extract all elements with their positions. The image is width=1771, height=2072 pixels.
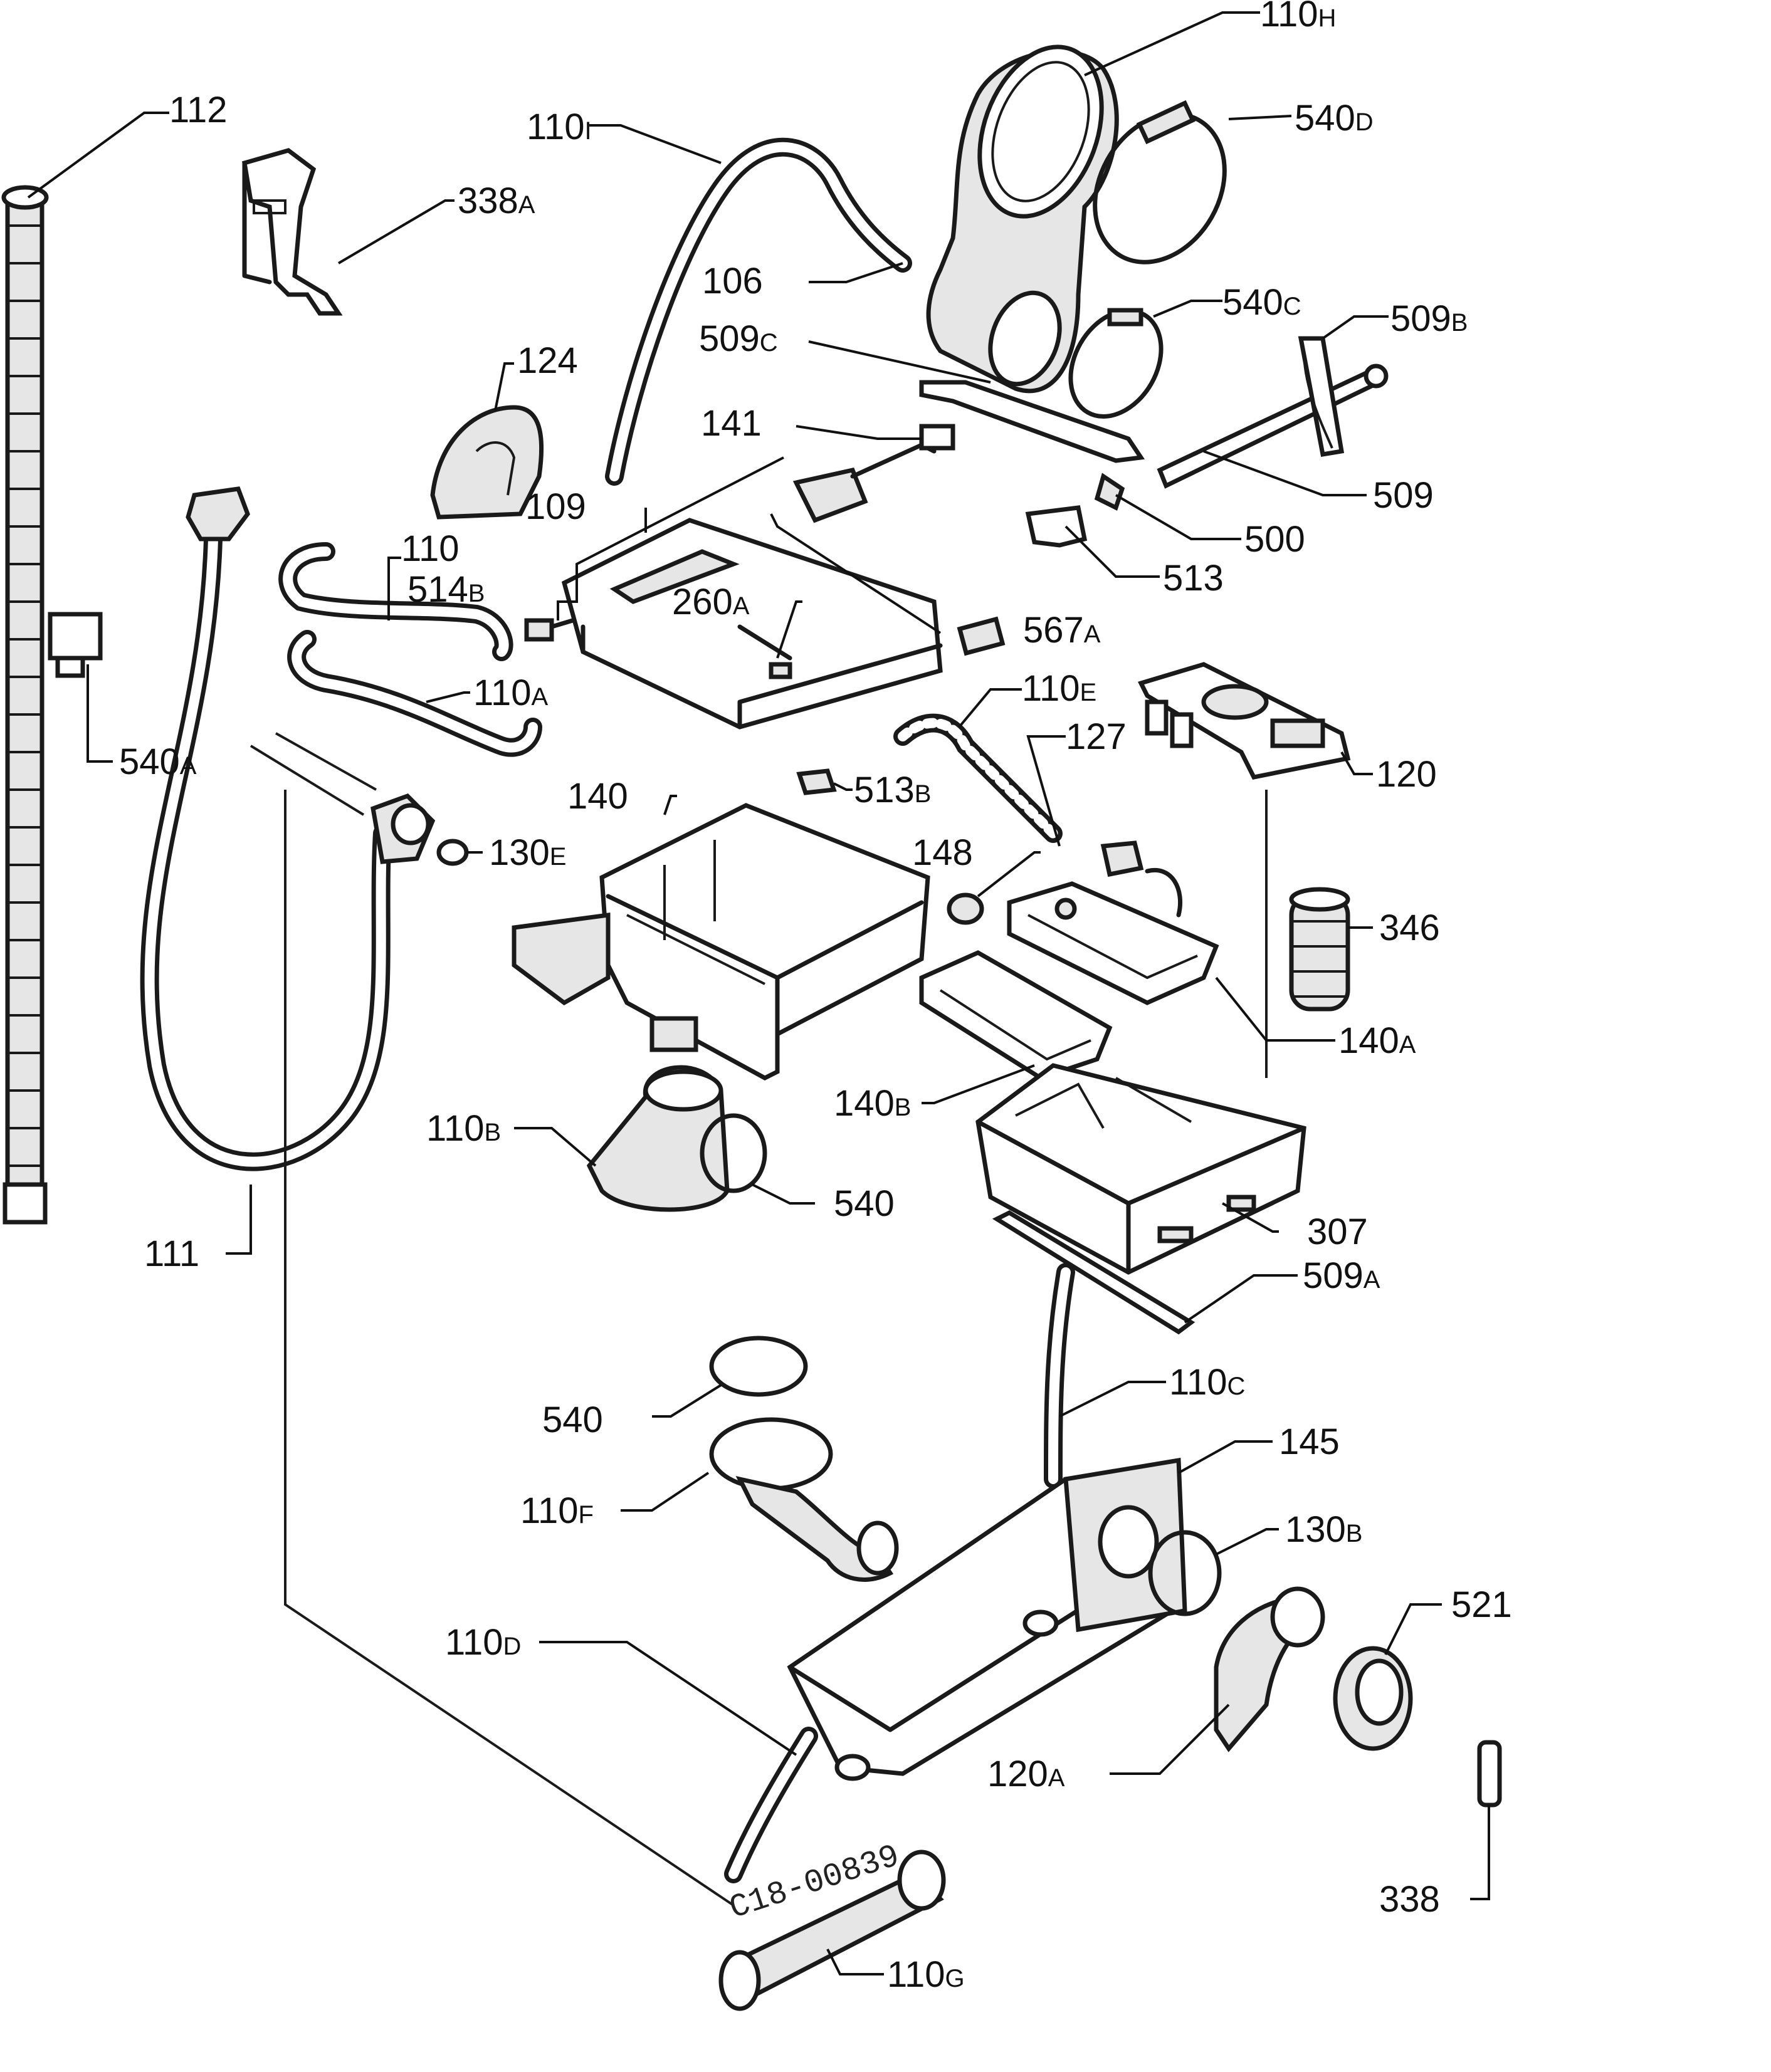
part-110h-manifold [926, 44, 1119, 394]
label-109: 109 [525, 486, 586, 527]
part-127-fitting [1100, 840, 1183, 918]
label-110d: 110D [445, 1622, 521, 1663]
part-141-connector [792, 424, 955, 523]
part-110c-tube [1044, 1263, 1075, 1489]
label-106: 106 [702, 261, 763, 301]
part-110b-pump-hose [586, 1065, 767, 1212]
label-112: 112 [169, 90, 227, 130]
part-346-bellows [1289, 887, 1350, 1012]
label-140a: 140A [1338, 1020, 1416, 1061]
label-110: 110 [401, 528, 459, 569]
label-513b: 513B [854, 770, 931, 810]
part-509b-509-rods [1157, 336, 1389, 489]
label-110i: 110I [527, 107, 592, 147]
label-540a: 540A [119, 741, 197, 782]
label-110e: 110E [1022, 668, 1096, 709]
label-110f: 110F [520, 1490, 594, 1531]
label-514b: 514B [407, 569, 485, 610]
label-500: 500 [1244, 519, 1305, 560]
leader-lines [27, 11, 1490, 1975]
part-338a-hook [242, 148, 343, 316]
part-540a-clip [48, 612, 103, 678]
label-111: 111 [144, 1233, 199, 1274]
part-514b-screw [524, 615, 586, 642]
part-540-clamp-low [709, 1336, 808, 1397]
part-130b-seal-ring [1148, 1530, 1222, 1616]
part-513b-clip [796, 768, 837, 795]
part-112-corrugated-hose [1, 185, 49, 1225]
label-260a: 260A [672, 582, 750, 622]
part-140-dispenser-housing [512, 803, 930, 1080]
part-145-drain-housing [787, 1457, 1187, 1781]
part-110d-tube [724, 1727, 818, 1883]
part-500-513-fittings [1025, 473, 1125, 548]
label-140b: 140B [834, 1083, 911, 1124]
part-120a-elbow [1214, 1586, 1325, 1752]
part-110g-drain-hose [718, 1850, 946, 2011]
part-110f-funnel-hose [709, 1417, 899, 1582]
label-110h: 110H [1260, 0, 1336, 34]
label-110a: 110A [473, 672, 548, 713]
part-567a-pad [957, 616, 1006, 656]
label-540d: 540D [1295, 98, 1374, 139]
part-110e-corrugated-tube [893, 713, 1063, 843]
label-124: 124 [517, 340, 578, 381]
part-130e-washer [436, 839, 469, 866]
part-124-cover [430, 405, 544, 520]
label-338: 338 [1379, 1879, 1440, 1920]
label-307: 307 [1307, 1211, 1368, 1252]
part-110i-tube [605, 137, 912, 486]
part-509a-rod [992, 1210, 1196, 1335]
label-540-mid: 540 [834, 1183, 895, 1224]
label-127: 127 [1066, 716, 1127, 757]
part-307-drawer [975, 1063, 1306, 1275]
part-509c-rod [919, 380, 1145, 463]
label-509: 509 [1373, 475, 1434, 516]
label-509c: 509C [699, 318, 778, 359]
label-540c: 540C [1222, 282, 1301, 323]
part-148-cap [947, 892, 984, 925]
part-338-clip [1477, 1740, 1502, 1808]
part-109-valve-assembly [561, 518, 943, 730]
part-120-tray-cover [1138, 662, 1351, 780]
label-567a: 567A [1023, 610, 1101, 651]
label-141: 141 [701, 403, 762, 444]
label-338a: 338A [458, 181, 535, 221]
frame-guide-lines [250, 732, 1268, 1907]
label-145: 145 [1279, 1421, 1340, 1462]
part-521-filter [1333, 1646, 1413, 1751]
part-540c-clamp [1068, 308, 1164, 419]
label-509a: 509A [1303, 1255, 1380, 1296]
part-140b-tray [919, 950, 1113, 1080]
label-110g: 110G [887, 1954, 965, 1995]
part-140a-tray [1007, 881, 1219, 1005]
label-540-low: 540 [542, 1400, 603, 1440]
label-521: 521 [1451, 1584, 1512, 1625]
part-540d-clamp [1093, 100, 1227, 264]
label-148: 148 [912, 832, 973, 873]
label-130b: 130B [1285, 1509, 1362, 1550]
callout-labels: 110H 540D 112 110I 338A 106 540C 509B 50… [119, 0, 1512, 1995]
label-110c: 110C [1169, 1362, 1245, 1403]
label-110b: 110B [426, 1108, 501, 1149]
part-111-inlet-hose [140, 486, 436, 1171]
label-120: 120 [1376, 754, 1437, 795]
part-110-110a-hoses [278, 542, 542, 757]
label-140: 140 [567, 776, 628, 817]
label-120a: 120A [987, 1754, 1065, 1794]
label-346: 346 [1379, 908, 1440, 948]
label-130e: 130E [489, 832, 566, 873]
label-509b: 509B [1390, 298, 1468, 339]
label-513: 513 [1163, 558, 1224, 599]
